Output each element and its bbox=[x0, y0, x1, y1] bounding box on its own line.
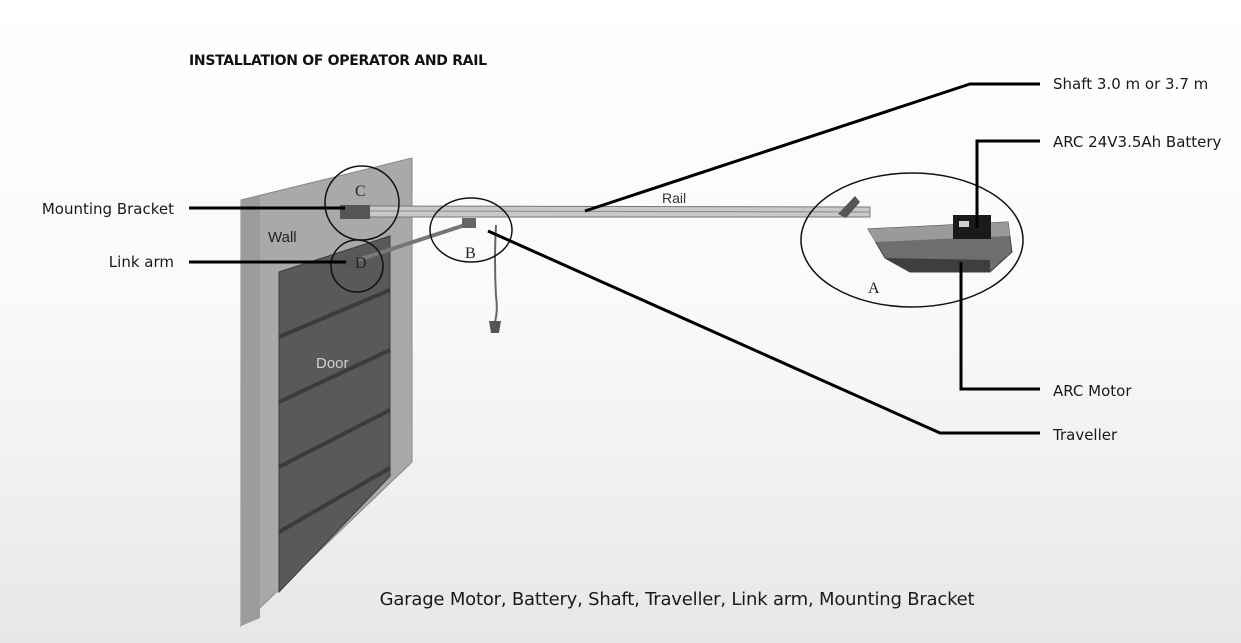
marker-d: D bbox=[355, 255, 367, 272]
leader-shaft bbox=[584, 82, 1040, 213]
page-title: INSTALLATION OF OPERATOR AND RAIL bbox=[189, 53, 487, 69]
wall-label: Wall bbox=[268, 229, 297, 246]
door bbox=[278, 235, 391, 594]
callout-shaft: Shaft 3.0 m or 3.7 m bbox=[1053, 75, 1209, 93]
traveller bbox=[462, 218, 476, 228]
link-arm-bracket bbox=[345, 257, 357, 267]
circle-d bbox=[330, 239, 384, 293]
callout-traveller: Traveller bbox=[1053, 426, 1118, 444]
callout-mounting-bracket: Mounting Bracket bbox=[41, 200, 174, 218]
leader-battery bbox=[975, 139, 1040, 228]
marker-c: C bbox=[355, 183, 366, 200]
rail bbox=[351, 205, 871, 218]
marker-b: B bbox=[465, 245, 476, 262]
release-handle bbox=[489, 321, 501, 333]
rail-label: Rail bbox=[662, 190, 686, 206]
release-cord bbox=[494, 224, 498, 323]
callout-battery: ARC 24V3.5Ah Battery bbox=[1053, 133, 1222, 151]
marker-a: A bbox=[868, 280, 880, 297]
callout-link-arm: Link arm bbox=[108, 253, 174, 271]
mounting-bracket bbox=[340, 205, 370, 219]
battery-pack bbox=[953, 215, 991, 239]
operator bbox=[838, 196, 1013, 273]
callout-motor: ARC Motor bbox=[1053, 382, 1132, 400]
door-label: Door bbox=[316, 355, 349, 372]
circle-b bbox=[429, 197, 513, 263]
circle-a bbox=[800, 172, 1024, 308]
caption: Garage Motor, Battery, Shaft, Traveller,… bbox=[379, 589, 975, 610]
leader-traveller bbox=[487, 229, 1040, 435]
link-arm bbox=[351, 222, 469, 264]
leader-motor bbox=[959, 262, 1040, 391]
